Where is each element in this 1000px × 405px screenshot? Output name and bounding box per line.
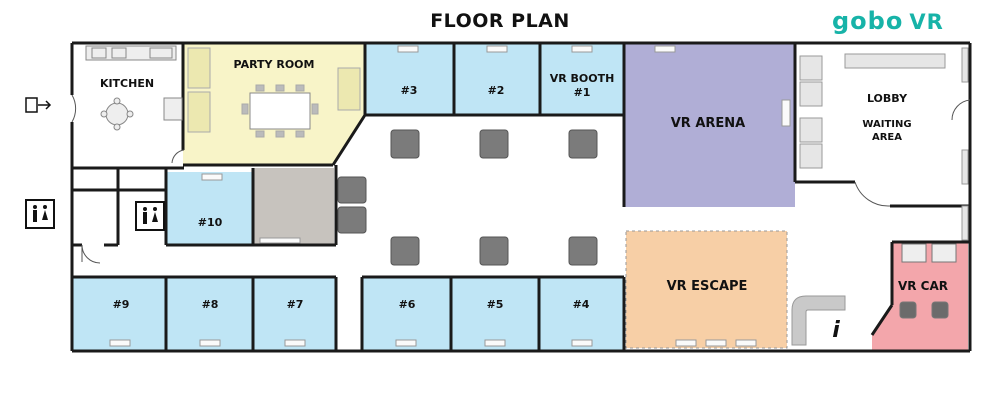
restroom-icon [25, 199, 55, 229]
booth-7-area [253, 277, 336, 350]
info-icon: i [832, 318, 840, 343]
booth-2-area [454, 44, 540, 115]
waiting-area-label-line2: AREA [872, 132, 902, 143]
kitchen-furniture [85, 45, 183, 131]
booth-1-label-line1: VR BOOTH [550, 72, 615, 85]
booth-3-area [365, 44, 454, 115]
page-title: FLOOR PLAN [430, 10, 570, 32]
party-room-furniture [187, 47, 361, 138]
room-fills [73, 44, 968, 350]
vr-car-label: VR CAR [898, 279, 948, 293]
booth-stations [109, 45, 791, 347]
booth-2-label: #2 [488, 84, 505, 97]
room-labels: KITCHEN PARTY ROOM #3 #2 VR BOOTH #1 VR … [100, 58, 948, 343]
vr-arena-label: VR ARENA [671, 116, 746, 131]
vr-arena-area [624, 44, 795, 207]
storage-area [253, 168, 334, 245]
booth-3-label: #3 [401, 84, 418, 97]
exit-icon [25, 97, 52, 113]
booth-8-area [166, 277, 253, 350]
lobby-furniture [791, 47, 969, 346]
vr-escape-label: VR ESCAPE [667, 279, 748, 294]
booth-1-area [540, 44, 624, 115]
booth-7-label: #7 [287, 298, 304, 311]
party-room-label: PARTY ROOM [234, 58, 315, 71]
booth-6-area [362, 277, 451, 350]
booth-9-label: #9 [113, 298, 130, 311]
waiting-area-label-line1: WAITING [862, 119, 911, 130]
restroom-icon [135, 201, 165, 231]
booth-6-label: #6 [399, 298, 416, 311]
lobby-label: LOBBY [867, 92, 908, 105]
doors [71, 94, 971, 264]
booth-4-area [539, 277, 624, 350]
booth-8-label: #8 [202, 298, 219, 311]
vr-escape-area [625, 230, 788, 349]
booth-10-area [167, 172, 253, 245]
hallway-chairs [337, 129, 598, 266]
booth-1-label-line2: #1 [574, 86, 591, 99]
kitchen-label: KITCHEN [100, 77, 154, 90]
booth-10-label: #10 [198, 216, 223, 229]
logo-suffix: VR [909, 10, 944, 34]
booth-5-area [451, 277, 539, 350]
walls [70, 41, 972, 353]
logo-text: gobo [832, 7, 904, 35]
booth-9-area [73, 277, 166, 350]
booth-5-label: #5 [487, 298, 504, 311]
vr-car-area [872, 242, 968, 350]
booth-4-label: #4 [573, 298, 590, 311]
vr-car-furniture [899, 243, 957, 319]
